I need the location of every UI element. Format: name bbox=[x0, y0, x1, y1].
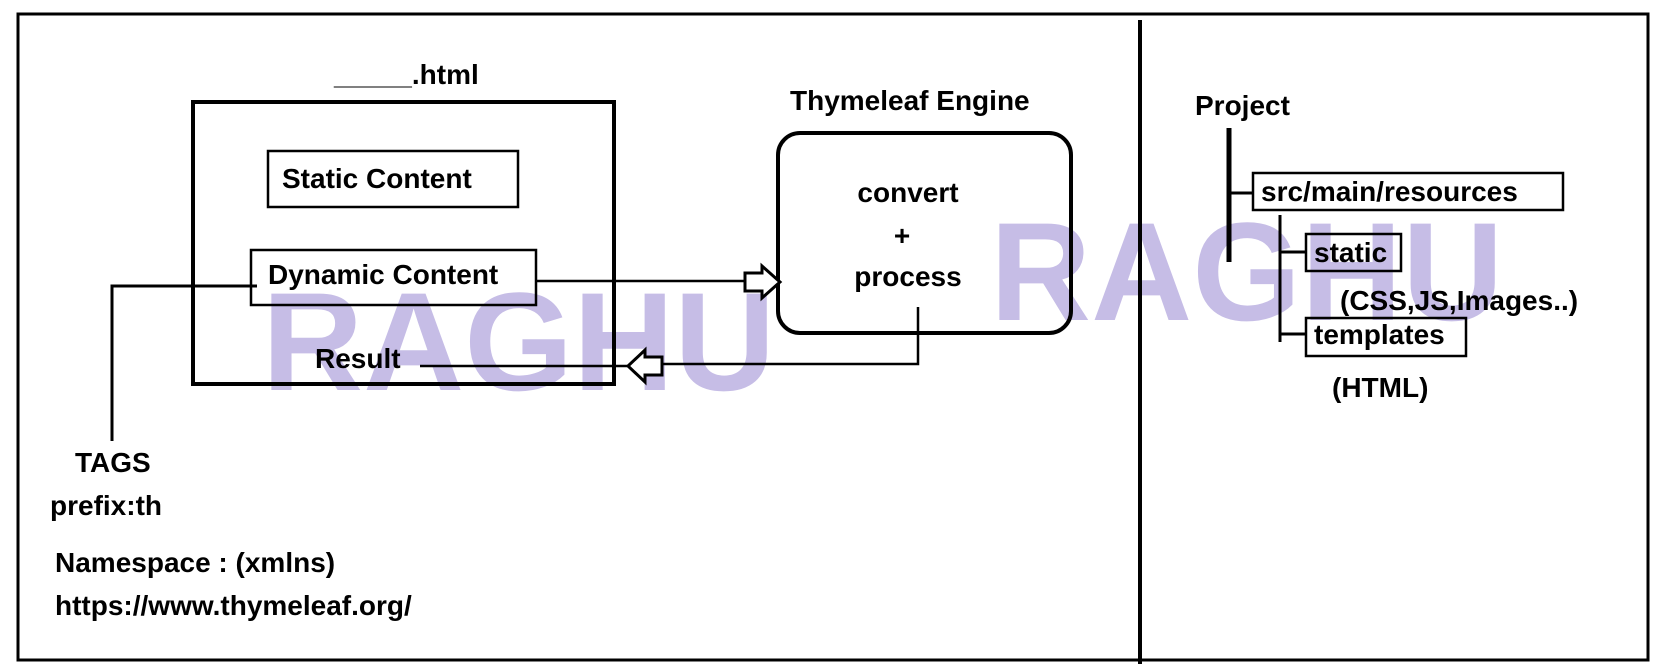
static-content-box bbox=[266, 149, 520, 209]
namespace-url: https://www.thymeleaf.org/ bbox=[55, 590, 412, 621]
templates-label: templates bbox=[1314, 319, 1445, 350]
arrow-to-result-head bbox=[625, 346, 664, 386]
dynamic-content-label: Dynamic Content bbox=[268, 259, 498, 290]
engine-box bbox=[776, 131, 1073, 335]
resources-box bbox=[1251, 171, 1565, 212]
namespace-label: Namespace : (xmlns) bbox=[55, 547, 335, 578]
engine-title: Thymeleaf Engine bbox=[790, 85, 1030, 116]
templates-note: (HTML) bbox=[1332, 372, 1428, 403]
static-box bbox=[1304, 232, 1403, 273]
static-label: static bbox=[1314, 237, 1387, 268]
file-name-label: _____.html bbox=[333, 59, 479, 90]
dynamic-content-box bbox=[249, 248, 538, 307]
static-note: (CSS,JS,Images..) bbox=[1340, 285, 1578, 316]
engine-plus: + bbox=[894, 220, 910, 251]
engine-process: process bbox=[854, 261, 961, 292]
resources-label: src/main/resources bbox=[1261, 176, 1518, 207]
html-file-box bbox=[191, 100, 616, 386]
watermark-right: RAGHU bbox=[990, 193, 1503, 350]
static-content-label: Static Content bbox=[282, 163, 472, 194]
outer-frame bbox=[16, 12, 1650, 662]
result-label: Result bbox=[315, 343, 401, 374]
arrow-to-result-line bbox=[662, 307, 920, 366]
tags-title: TAGS bbox=[75, 447, 151, 478]
tags-prefix: prefix:th bbox=[50, 490, 162, 521]
arrow-to-engine-head bbox=[743, 262, 783, 302]
tags-connector bbox=[110, 284, 257, 441]
templates-box bbox=[1304, 316, 1468, 358]
watermark-left: RAGHU bbox=[262, 263, 775, 420]
engine-convert: convert bbox=[857, 177, 958, 208]
project-title: Project bbox=[1195, 90, 1290, 121]
